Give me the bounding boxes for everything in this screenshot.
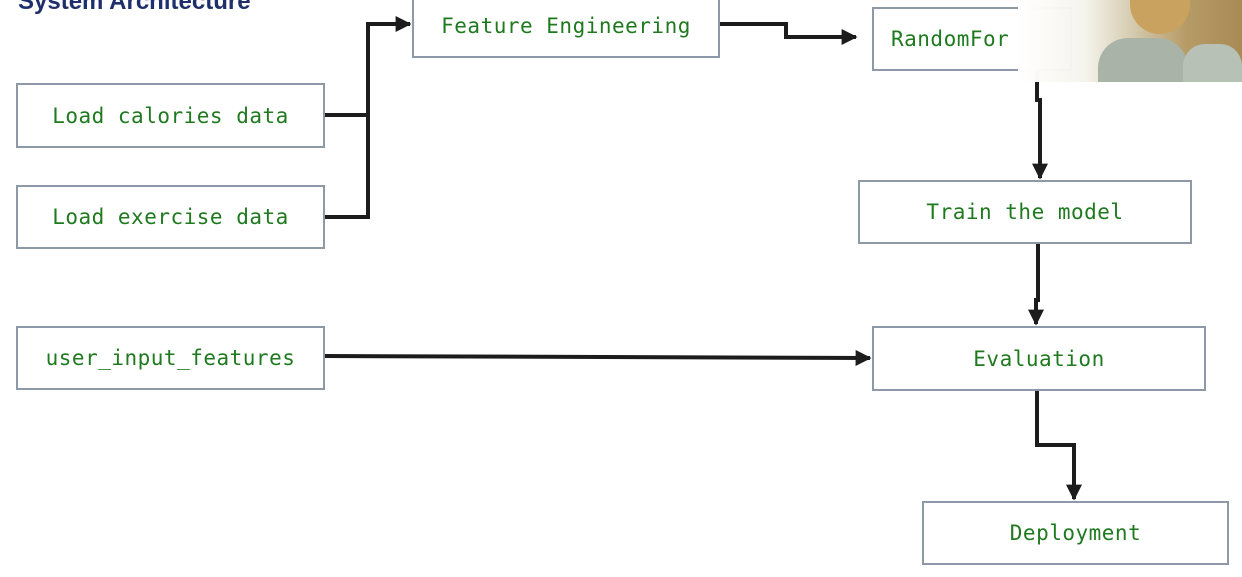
edge-feature-to-randomforest <box>720 22 858 45</box>
node-deployment: Deployment <box>922 501 1229 565</box>
slide-title: System Architecture <box>18 0 251 15</box>
video-thumbnail-icon <box>1018 0 1242 82</box>
edge-userinput-to-evaluation <box>324 349 872 366</box>
node-load-calories: Load calories data <box>16 83 325 148</box>
node-user-input-features: user_input_features <box>16 326 325 390</box>
edge-randomforest-to-train <box>1032 71 1048 180</box>
node-load-exercise: Load exercise data <box>16 185 325 249</box>
edge-calories-to-feature <box>325 16 412 117</box>
edge-train-to-evaluation <box>1028 244 1044 326</box>
node-train-model: Train the model <box>858 180 1192 244</box>
edge-exercise-to-feature <box>325 115 370 219</box>
edge-evaluation-to-deployment <box>1035 391 1082 501</box>
node-feature-engineering: Feature Engineering <box>412 0 720 58</box>
node-evaluation: Evaluation <box>872 326 1206 391</box>
